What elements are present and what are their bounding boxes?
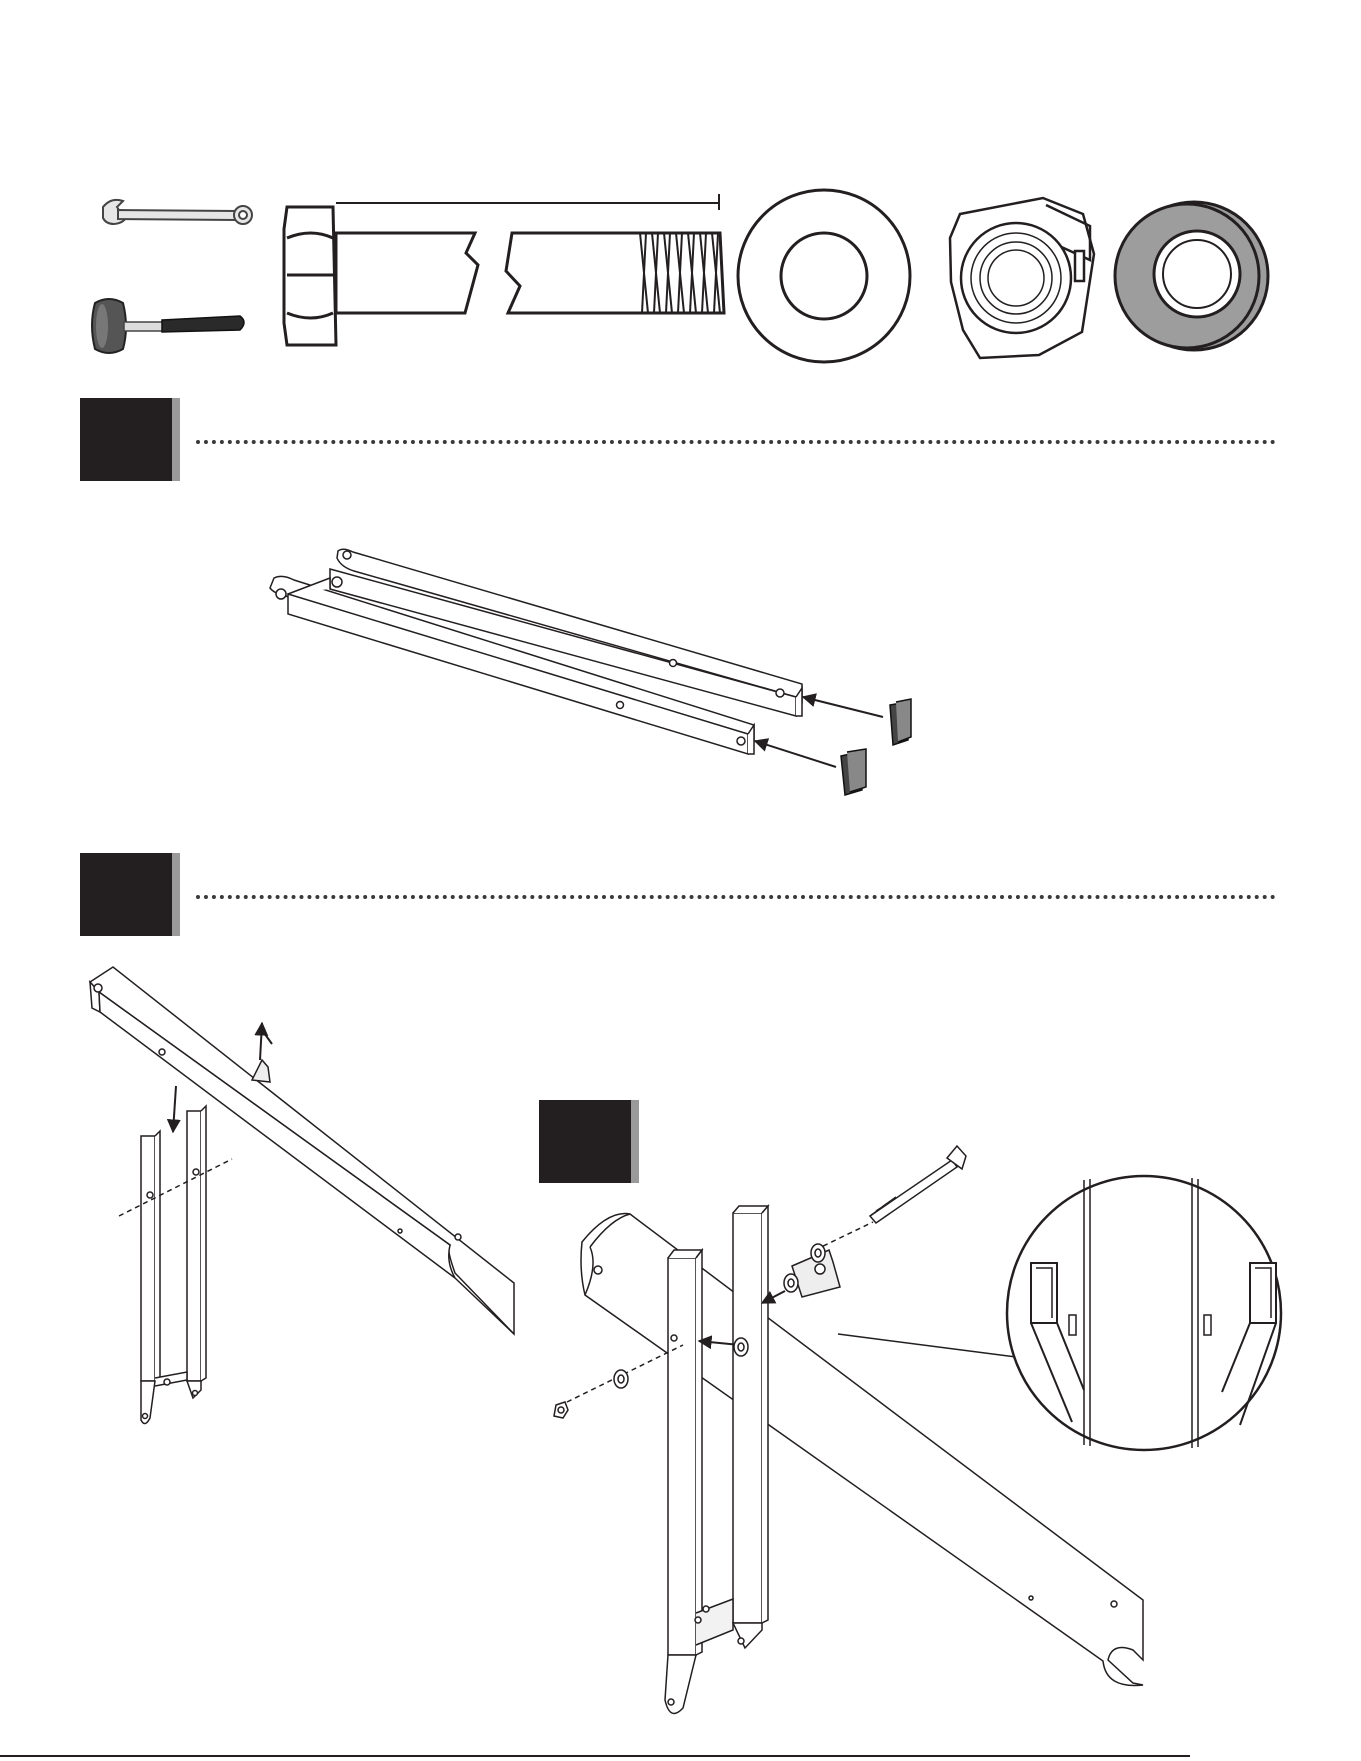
rail-assembly-illustration: [270, 549, 802, 754]
long-bolt-icon: [870, 1146, 966, 1223]
beam-leg-illustration-left: [90, 967, 514, 1424]
rubber-washer-icon: [1115, 202, 1268, 350]
detail-magnifier: [1007, 1176, 1281, 1450]
wrench-icon: [103, 200, 252, 224]
hex-bolt-icon: [284, 194, 724, 345]
lock-nut-icon: [950, 198, 1094, 358]
mallet-icon: [92, 299, 244, 353]
end-cap-icon: [841, 699, 911, 795]
flat-washer-icon: [738, 190, 910, 362]
